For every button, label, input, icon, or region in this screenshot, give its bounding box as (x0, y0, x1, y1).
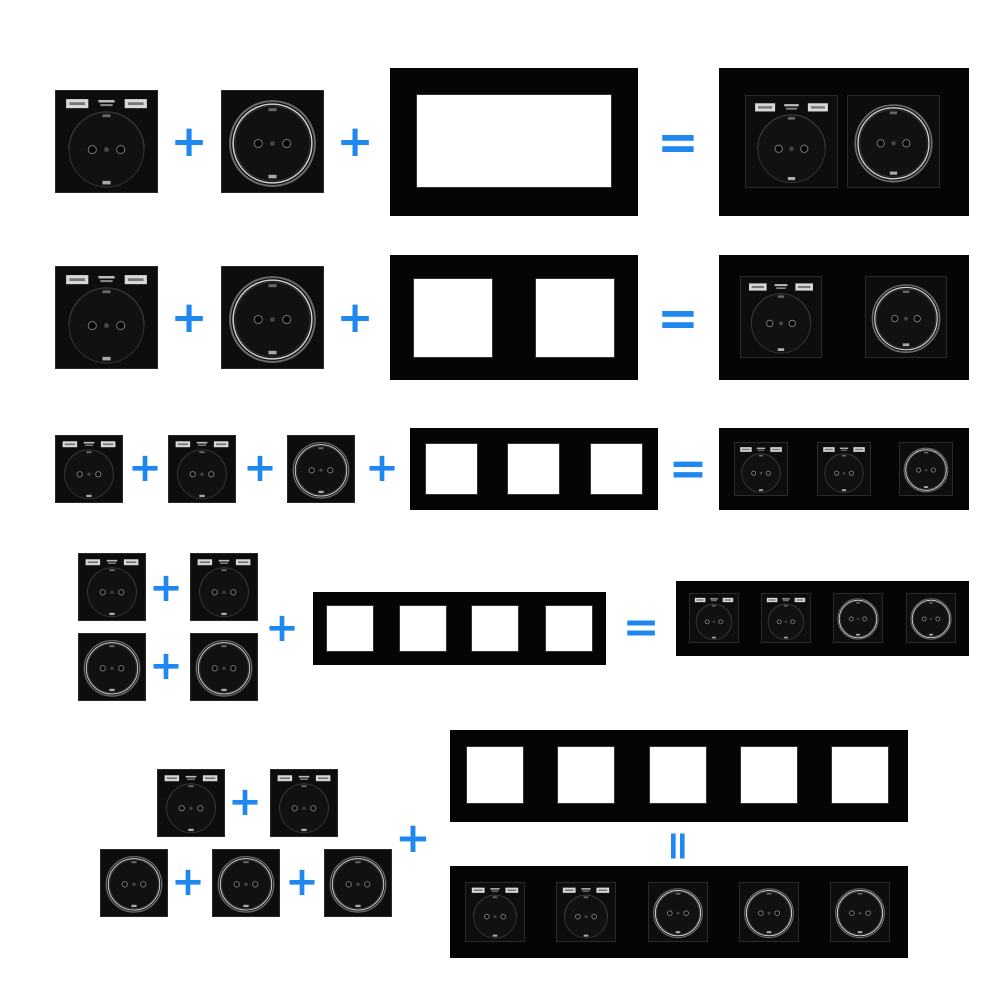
frame-opening (545, 605, 593, 652)
plus-sign: + (128, 445, 162, 491)
socket-module (833, 593, 883, 643)
usb-socket-module (740, 276, 822, 358)
socket-module (221, 266, 324, 369)
plus-sign: + (170, 116, 208, 167)
socket-module (739, 882, 799, 942)
usb-socket-module (761, 593, 811, 643)
equals-sign: = (657, 113, 699, 171)
frame-opening (326, 605, 374, 652)
usb-socket-module (78, 553, 146, 621)
assembled-3-gang (719, 428, 969, 510)
usb-socket-module (734, 442, 788, 496)
frame-opening (399, 605, 447, 652)
usb-socket-module (270, 769, 338, 837)
socket-module (190, 633, 258, 701)
usb-socket-module (55, 435, 123, 503)
frame-5-gang (450, 730, 908, 822)
assembled-2-gang (719, 68, 969, 216)
usb-socket-module (465, 882, 525, 942)
usb-socket-module (689, 593, 739, 643)
frame-opening (590, 443, 643, 495)
plus-sign: + (170, 292, 208, 343)
usb-socket-module (157, 769, 225, 837)
equals-sign: = (668, 441, 708, 495)
usb-socket-module (55, 90, 158, 193)
socket-module (847, 95, 940, 188)
frame-4-gang (313, 592, 606, 665)
assembled-2-gang (719, 255, 969, 380)
frame-opening (557, 746, 615, 804)
frame-2-gang (390, 255, 638, 380)
socket-module (212, 849, 280, 917)
usb-socket-module (817, 442, 871, 496)
socket-module (287, 435, 355, 503)
frame-opening (535, 278, 615, 358)
plus-sign: + (285, 859, 319, 905)
usb-socket-module (556, 882, 616, 942)
plus-sign: + (365, 445, 399, 491)
plus-sign: + (336, 292, 374, 343)
plus-sign: + (265, 605, 299, 651)
frame-opening (740, 746, 798, 804)
equals-sign-vertical: = (655, 829, 701, 863)
frame-opening (416, 94, 612, 188)
plus-sign: + (149, 643, 183, 689)
socket-module (100, 849, 168, 917)
plus-sign: + (243, 445, 277, 491)
equals-sign: = (657, 289, 699, 347)
equals-sign: = (622, 602, 660, 653)
frame-opening (831, 746, 889, 804)
frame-opening (471, 605, 519, 652)
usb-socket-module (190, 553, 258, 621)
socket-module (830, 882, 890, 942)
socket-module (78, 633, 146, 701)
socket-module (648, 882, 708, 942)
frame-opening (425, 443, 478, 495)
usb-socket-module (55, 266, 158, 369)
frame-opening (413, 278, 493, 358)
plus-sign: + (336, 116, 374, 167)
frame-2-gang-single-opening (390, 68, 638, 216)
socket-module (221, 90, 324, 193)
frame-opening (507, 443, 560, 495)
socket-module (899, 442, 953, 496)
frame-opening (466, 746, 524, 804)
usb-socket-module (168, 435, 236, 503)
assembled-5-gang (450, 866, 908, 958)
plus-sign: + (395, 813, 431, 862)
socket-module (865, 276, 947, 358)
plus-sign: + (171, 859, 205, 905)
socket-module (324, 849, 392, 917)
plus-sign: + (228, 779, 262, 825)
frame-3-gang (410, 428, 658, 510)
frame-opening (649, 746, 707, 804)
socket-module (906, 593, 956, 643)
plus-sign: + (149, 565, 183, 611)
assembled-4-gang (676, 581, 969, 656)
usb-socket-module (745, 95, 838, 188)
